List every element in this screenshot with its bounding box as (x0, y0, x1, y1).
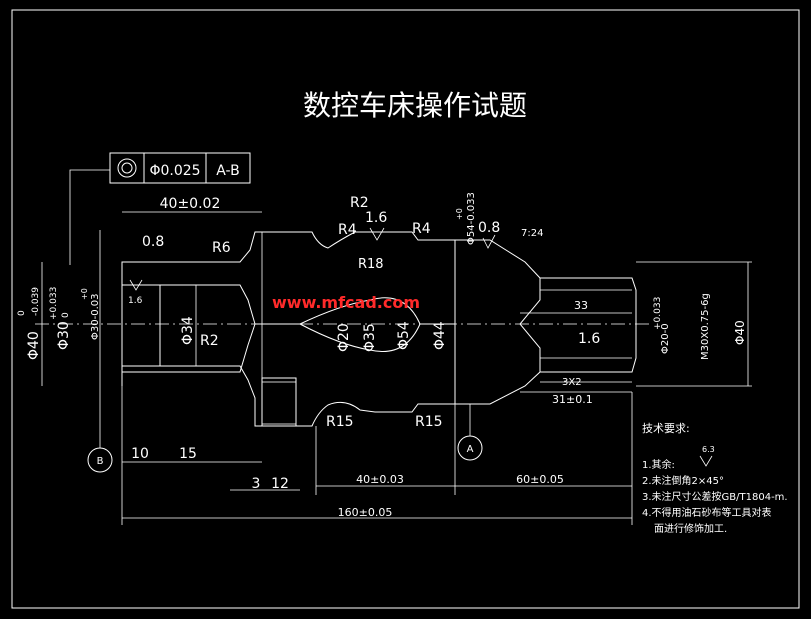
tolerance-frame: Φ0.025 A-B (109, 152, 251, 184)
svg-text:B: B (97, 456, 104, 467)
dim-phi20-b: Φ20-0 (660, 323, 671, 354)
dim-31: 31±0.1 (552, 393, 593, 406)
dim-phi40: Φ40 (26, 331, 42, 360)
dim-33: 33 (574, 299, 588, 312)
dim-phi20: Φ20 (336, 323, 352, 352)
dim-phi40-right: Φ40 (733, 320, 747, 345)
note-4a: 4.不得用油石砂布等工具对表 (642, 506, 772, 519)
svg-text:A: A (467, 444, 474, 455)
note-2: 2.未注倒角2×45° (642, 474, 724, 487)
radius-r2-inner: R2 (200, 333, 219, 349)
svg-text:0: 0 (61, 312, 71, 318)
dim-phi30-b: Φ30-0.03 (90, 294, 101, 340)
thread-stem (540, 277, 637, 383)
svg-text:+0: +0 (80, 288, 89, 300)
dim-phi54-tol: Φ54-0.033 (466, 192, 477, 245)
datum-b: B (87, 425, 113, 473)
roughness-1-6-thread: 1.6 (578, 331, 600, 347)
roughness-icon (129, 279, 143, 291)
dim-phi34: Φ34 (180, 316, 196, 345)
watermark: www.mfcad.com (272, 293, 420, 312)
roughness-0-8-left: 0.8 (142, 234, 164, 250)
dim-12: 12 (271, 476, 289, 492)
dim-phi54: Φ54 (396, 321, 412, 350)
dim-40-02: 40±0.02 (160, 196, 221, 212)
drawing-title: 数控车床操作试题 (303, 89, 527, 122)
note-4b: 面进行修饰加工. (654, 522, 727, 535)
dim-phi30: Φ30 (56, 321, 72, 350)
tolerance-datum: A-B (216, 163, 239, 179)
taper-ratio: 7:24 (521, 228, 543, 239)
radius-r6: R6 (212, 240, 231, 256)
roughness-1-6-left: 1.6 (128, 296, 143, 306)
radius-r2-top: R2 (350, 195, 369, 211)
svg-text:+0.033: +0.033 (653, 297, 663, 330)
roughness-general-icon (699, 455, 713, 467)
dim-40-03: 40±0.03 (356, 473, 404, 486)
svg-text:0: 0 (17, 310, 27, 316)
svg-text:-0.039: -0.039 (31, 287, 41, 316)
roughness-general: 6.3 (702, 445, 715, 454)
dim-160: 160±0.05 (338, 506, 393, 519)
groove-hatch (261, 381, 297, 425)
radius-r4-b: R4 (412, 221, 431, 237)
radius-r15-b: R15 (415, 414, 443, 430)
radius-r15-a: R15 (326, 414, 354, 430)
svg-text:+0.033: +0.033 (49, 287, 59, 320)
technical-notes: 技术要求: 1.其余: 6.3 2.未注倒角2×45° 3.未注尺寸公差按GB/… (642, 422, 788, 535)
concentricity-icon (117, 158, 137, 178)
note-1: 1.其余: (642, 458, 675, 471)
tolerance-leader (69, 169, 110, 265)
dimension-labels: 40±0.02 R2 R4 R4 R6 R18 R2 R15 R15 0.8 1… (17, 192, 752, 525)
dim-10: 10 (131, 446, 149, 462)
dim-3x2: 3X2 (562, 377, 582, 388)
roughness-0-8-right: 0.8 (478, 220, 500, 236)
drawing-border (11, 9, 800, 609)
dim-phi44: Φ44 (432, 321, 448, 350)
tolerance-value: Φ0.025 (149, 163, 200, 179)
notes-heading: 技术要求: (642, 422, 690, 435)
taper-section (454, 239, 541, 405)
dim-thread: M30X0.75-6g (700, 293, 711, 360)
dim-phi35: Φ35 (362, 323, 378, 352)
note-3: 3.未注尺寸公差按GB/T1804-m. (642, 490, 788, 503)
roughness-1-6-top: 1.6 (365, 210, 387, 226)
radius-r18: R18 (358, 257, 384, 272)
dim-15: 15 (179, 446, 197, 462)
svg-text:+0: +0 (455, 208, 464, 220)
dim-60: 60±0.05 (516, 473, 564, 486)
groove-cutout (261, 377, 297, 427)
datum-a: A (457, 404, 483, 461)
radius-r4-a: R4 (338, 222, 357, 238)
dim-3: 3 (252, 476, 261, 492)
